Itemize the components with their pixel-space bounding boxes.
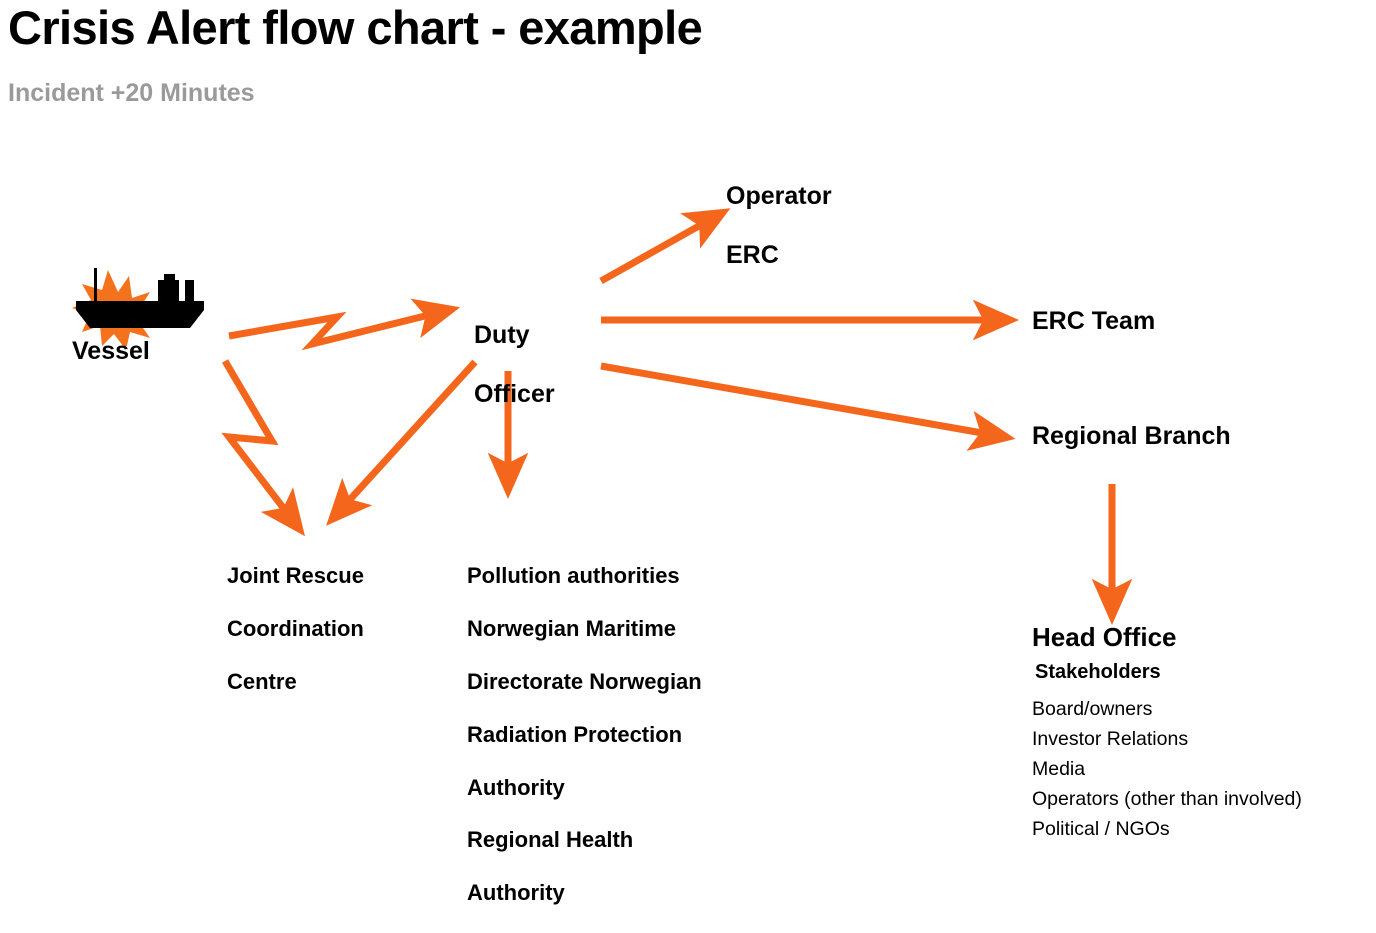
node-authorities-line7: Authority: [467, 880, 565, 906]
node-operator-erc-line1: Operator: [726, 181, 832, 210]
slide-canvas: Crisis Alert flow chart - example Incide…: [8, 1, 1376, 905]
node-duty-officer-line2: Officer: [474, 379, 555, 408]
node-authorities-line2: Norwegian Maritime: [467, 616, 677, 642]
head-office-title: Head Office: [1032, 622, 1177, 652]
node-duty-officer: Duty Officer: [474, 291, 555, 439]
node-authorities-line1: Pollution authorities: [467, 563, 680, 589]
edge-duty-officer-to-operator-erc: [599, 208, 731, 285]
node-jrcc-line3: Centre: [227, 668, 297, 694]
node-authorities-line6: Regional Health: [467, 827, 634, 853]
node-authorities: Pollution authorities Norwegian Maritime…: [467, 537, 702, 933]
edge-vessel-to-duty-officer: [228, 298, 461, 351]
node-authorities-line5: Authority: [467, 774, 565, 800]
node-jrcc-line1: Joint Rescue: [227, 563, 364, 589]
page-subtitle: Incident +20 Minutes: [8, 79, 255, 107]
head-office-subtitle: Stakeholders: [1035, 660, 1161, 683]
node-regional-branch: Regional Branch: [1032, 422, 1231, 450]
stakeholder-item: Political / NGOs: [1032, 817, 1170, 840]
stakeholder-item: Operators (other than involved): [1032, 787, 1302, 810]
node-authorities-line4: Radiation Protection: [467, 721, 683, 747]
node-erc-team: ERC Team: [1032, 307, 1156, 335]
node-joint-rescue-coordination-centre: Joint Rescue Coordination Centre: [227, 537, 364, 722]
edge-vessel-to-jrcc: [221, 359, 306, 537]
page-title: Crisis Alert flow chart - example: [8, 1, 703, 54]
ship-explosion-icon: [72, 268, 204, 346]
edge-duty-officer-to-jrcc: [326, 359, 478, 526]
edge-duty-officer-to-regional-branch: [600, 362, 1016, 451]
node-jrcc-line2: Coordination: [227, 616, 364, 642]
node-operator-erc-line2: ERC: [726, 240, 779, 269]
node-duty-officer-line1: Duty: [474, 320, 530, 349]
node-operator-erc: Operator ERC: [726, 152, 832, 300]
stakeholder-item: Media: [1032, 757, 1086, 780]
node-vessel-label: Vessel: [72, 337, 150, 365]
stakeholder-item: Investor Relations: [1032, 727, 1189, 750]
stakeholder-item: Board/owners: [1032, 697, 1153, 720]
node-authorities-line3: Directorate Norwegian: [467, 668, 702, 694]
